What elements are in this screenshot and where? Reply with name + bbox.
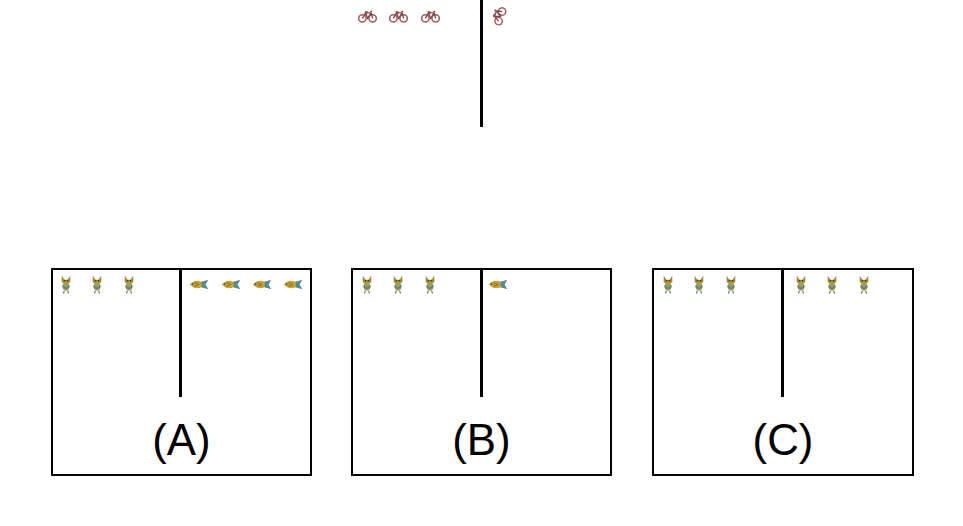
- option-label: (C): [654, 418, 912, 462]
- cat-icon: [62, 275, 71, 293]
- fish-icon: [284, 280, 302, 289]
- fish-icon: [253, 280, 271, 289]
- cat-icon: [363, 275, 372, 293]
- divider-line: [480, 0, 483, 127]
- cat-icon: [828, 275, 837, 293]
- cat-icon: [664, 275, 673, 293]
- bicycle-icon: [359, 11, 377, 22]
- option-box: (C): [652, 268, 914, 476]
- cat-icon: [426, 275, 435, 293]
- cat-icon: [394, 275, 403, 293]
- bicycle-icon: [422, 11, 440, 22]
- cat-icon: [860, 275, 869, 293]
- cat-icon: [727, 275, 736, 293]
- cat-icon: [125, 275, 134, 293]
- fish-icon: [190, 280, 208, 289]
- divider-line: [480, 269, 483, 397]
- option-label: (A): [53, 418, 310, 462]
- cat-icon: [93, 275, 102, 293]
- cat-icon: [695, 275, 704, 293]
- tipped-bicycle-icon: [491, 6, 507, 26]
- bicycle-icon: [390, 11, 408, 22]
- option-box: (B): [351, 268, 612, 476]
- option-box: (A): [51, 268, 312, 476]
- cat-icon: [797, 275, 806, 293]
- divider-line: [781, 269, 784, 397]
- fish-icon: [222, 280, 240, 289]
- divider-line: [179, 269, 182, 397]
- option-label: (B): [353, 418, 610, 462]
- fish-icon: [489, 280, 507, 289]
